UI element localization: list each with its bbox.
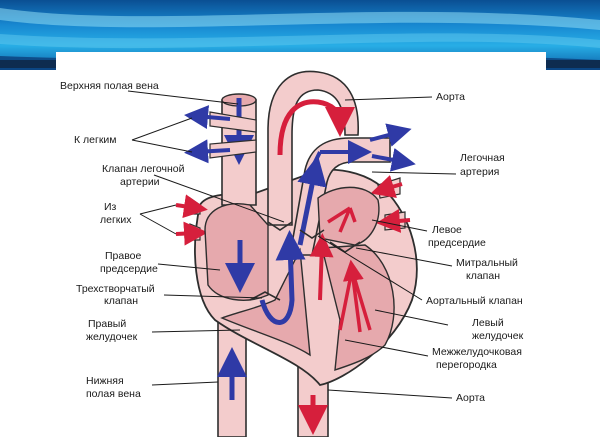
label-aorta-top: Аорта xyxy=(436,91,465,103)
label-septum-line1: Межжелудочковая xyxy=(432,346,522,358)
label-from-lungs-line1: Из xyxy=(104,201,117,213)
labels-right: Аорта Легочная артерия Левое предсердие … xyxy=(426,91,524,404)
pulmonary-branch-right xyxy=(184,105,257,164)
label-right-ventricle-line2: желудочек xyxy=(86,331,138,343)
label-to-lungs: К легким xyxy=(74,134,117,146)
label-pulmonary-valve-line2: артерии xyxy=(120,176,160,188)
left-ventricle xyxy=(309,233,395,372)
label-inferior-vena-cava-line1: Нижняя xyxy=(86,375,124,387)
inferior-vena-cava xyxy=(217,319,247,437)
label-tricuspid-line2: клапан xyxy=(104,295,138,307)
label-left-ventricle-line1: Левый xyxy=(472,317,504,329)
label-pulmonary-artery-line2: артерия xyxy=(460,166,499,178)
leader-lines-left xyxy=(127,90,285,386)
label-right-atrium-line1: Правое xyxy=(105,250,142,262)
label-tricuspid-line1: Трехстворчатый xyxy=(76,283,155,295)
pulmonary-veins-right-side xyxy=(175,194,208,246)
label-pulmonary-artery-line1: Легочная xyxy=(460,152,505,164)
right-ventricle xyxy=(220,230,311,357)
label-from-lungs-line2: легких xyxy=(100,214,132,226)
right-atrium xyxy=(204,203,269,301)
label-aortic-valve: Аортальный клапан xyxy=(426,295,523,307)
label-left-atrium-line2: предсердие xyxy=(428,237,486,249)
label-left-ventricle-line2: желудочек xyxy=(472,330,524,342)
label-mitral-line1: Митральный xyxy=(456,257,518,269)
label-right-atrium-line2: предсердие xyxy=(100,263,158,275)
label-left-atrium-line1: Левое xyxy=(432,224,462,236)
leader-lines-right xyxy=(317,96,457,399)
labels-left: Верхняя полая вена К легким Клапан легоч… xyxy=(60,80,185,400)
pulmonary-branch-left xyxy=(369,123,416,172)
label-right-ventricle-line1: Правый xyxy=(88,318,126,330)
label-pulmonary-valve-line1: Клапан легочной xyxy=(102,163,185,175)
label-inferior-vena-cava-line2: полая вена xyxy=(86,388,141,400)
label-septum-line2: перегородка xyxy=(436,359,497,371)
label-aorta-bottom: Аорта xyxy=(456,392,485,404)
label-mitral-line2: клапан xyxy=(466,270,500,282)
aortic-arch xyxy=(267,70,359,226)
label-superior-vena-cava: Верхняя полая вена xyxy=(60,80,159,92)
